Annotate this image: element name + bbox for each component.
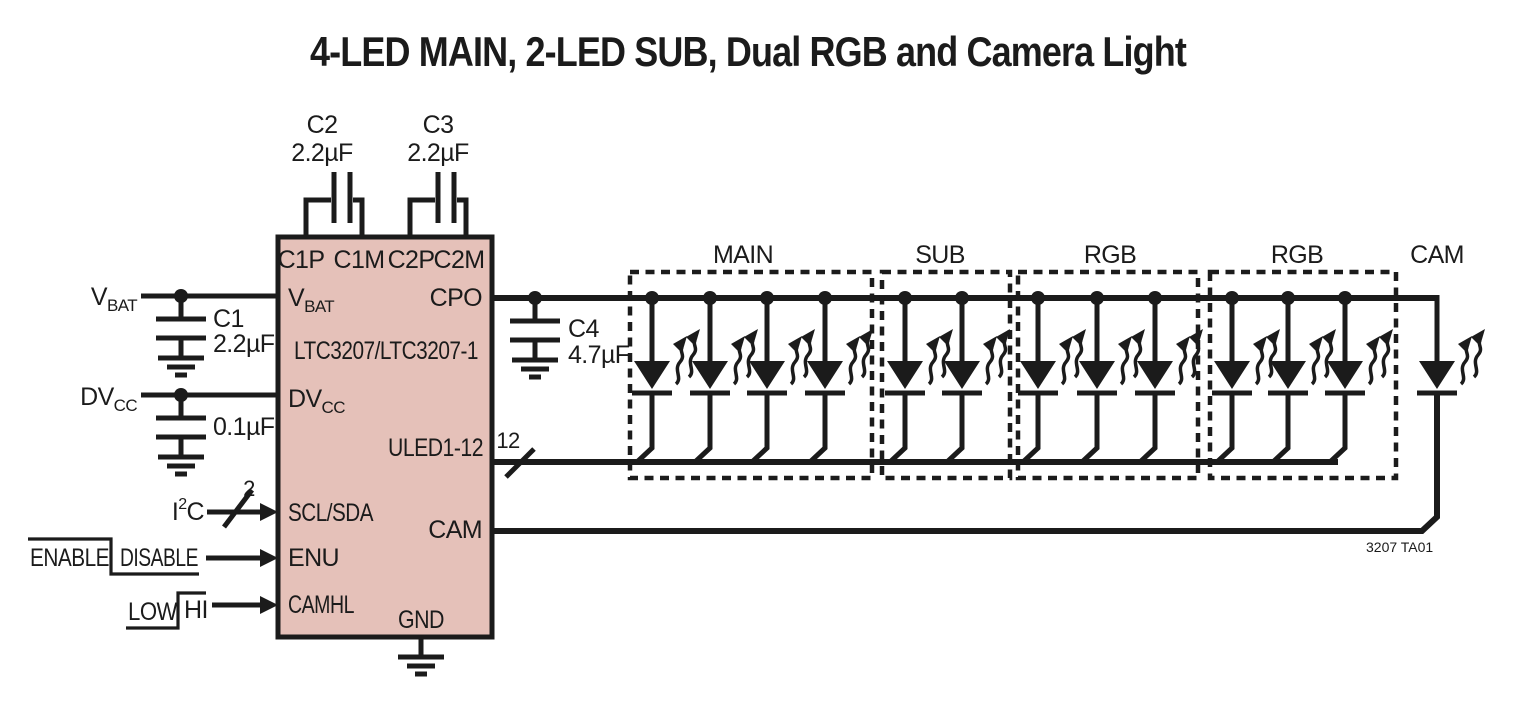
led-rgb1-2: [1077, 291, 1145, 462]
i2c-label: I2C: [172, 496, 205, 526]
led-rgb1-1: [1018, 291, 1086, 462]
ground-symbol: [398, 657, 444, 674]
enable-disable-input: ENABLE DISABLE: [28, 537, 278, 576]
i2c-bus-width-label: 2: [243, 476, 255, 501]
led-group-label-rgb2: RGB: [1271, 241, 1323, 269]
c4-ref-label: C4: [568, 315, 599, 343]
ic-pin-c1p: C1P: [278, 246, 325, 274]
bus-slash: [504, 447, 536, 479]
c2-ref-label: C2: [307, 111, 338, 139]
capacitor-dvcc: [156, 395, 206, 455]
ground-symbol: [512, 360, 558, 377]
gnd-pin: [398, 637, 444, 674]
logic-waveform: [28, 537, 199, 576]
ic-pin-cpo: CPO: [430, 284, 483, 312]
capacitor-c1: [156, 296, 206, 356]
led-main-3: [747, 291, 815, 462]
ic-pin-cam: CAM: [428, 516, 482, 544]
ic-body: [275, 234, 495, 640]
disable-label: DISABLE: [120, 544, 198, 572]
led-rgb2-2: [1268, 291, 1336, 462]
c3-ref-label: C3: [423, 111, 454, 139]
ic-pin-vbat: VBAT: [288, 284, 334, 316]
diagram-title: 4-LED MAIN, 2-LED SUB, Dual RGB and Came…: [310, 28, 1187, 75]
figure-label: 3207 TA01: [1366, 539, 1433, 555]
led-group-box-main: [627, 269, 875, 481]
ground-symbol: [158, 457, 204, 474]
ic-pin-c2m: C2M: [434, 246, 485, 274]
hi-label: HI: [184, 596, 208, 624]
vbat-label: VBAT: [91, 283, 137, 315]
c2-value-label: 2.2µF: [291, 139, 353, 167]
ic-pin-gnd: GND: [398, 606, 444, 634]
ic-part-number: LTC3207/LTC3207-1: [294, 337, 478, 365]
ic-pin-camhl: CAMHL: [288, 591, 355, 619]
led-main-2: [690, 291, 758, 462]
capacitor-c4: C4 4.7µF: [510, 291, 630, 377]
dvcc-cap-value-label: 0.1µF: [213, 413, 275, 441]
led-rgb1-3: [1135, 291, 1203, 462]
ground-symbol: [158, 358, 204, 375]
ic-pin-c1m: C1M: [334, 246, 385, 274]
led-rgb2-1: [1212, 291, 1280, 462]
enable-label: ENABLE: [30, 544, 109, 572]
arrowhead: [260, 596, 278, 614]
led-rgb2-3: [1325, 291, 1393, 462]
led-main-1: [632, 291, 700, 462]
led-group-label-sub: SUB: [915, 241, 965, 269]
arrowhead: [260, 503, 278, 521]
wire-cam-return: [492, 391, 1440, 534]
bus-slash: [222, 488, 254, 529]
uled-bus-width: 12: [496, 428, 536, 479]
capacitor-c2: C2 2.2µF: [291, 111, 362, 237]
arrowhead: [260, 549, 278, 567]
led-group-label-cam: CAM: [1410, 241, 1464, 269]
ic-pin-dvcc: DVCC: [288, 385, 345, 417]
led-cam: [1417, 295, 1485, 393]
dvcc-label: DVCC: [80, 383, 137, 415]
led-sub-1: [885, 291, 953, 462]
ic-pin-enu: ENU: [288, 544, 339, 572]
ic-pin-uled: ULED1-12: [388, 434, 483, 462]
uled-bus-width-label: 12: [496, 428, 520, 453]
led-group-box-sub: [879, 269, 1013, 481]
c4-value-label: 4.7µF: [568, 341, 630, 369]
logic-waveform: [126, 591, 206, 630]
led-group-box-rgb2: [1207, 269, 1399, 481]
i2c-input: I2C 2: [172, 476, 278, 529]
led-sub-2: [942, 291, 1010, 462]
led-main-4: [805, 291, 873, 462]
ic-pin-sclsda: SCL/SDA: [288, 499, 374, 527]
low-hi-input: LOW HI: [126, 591, 278, 630]
led-group-label-main: MAIN: [713, 241, 773, 269]
led-group-box-rgb1: [1015, 269, 1201, 481]
c1-ref-label: C1: [213, 305, 244, 333]
low-label: LOW: [128, 598, 178, 626]
ic-pin-c2p: C2P: [388, 246, 435, 274]
c3-value-label: 2.2µF: [407, 139, 469, 167]
capacitor-c3: C3 2.2µF: [407, 111, 470, 237]
led-group-label-rgb1: RGB: [1084, 241, 1136, 269]
vbat-input: VBAT C1 2.2µF: [91, 283, 278, 375]
c1-value-label: 2.2µF: [213, 330, 275, 358]
dvcc-input: DVCC 0.1µF: [80, 383, 278, 474]
